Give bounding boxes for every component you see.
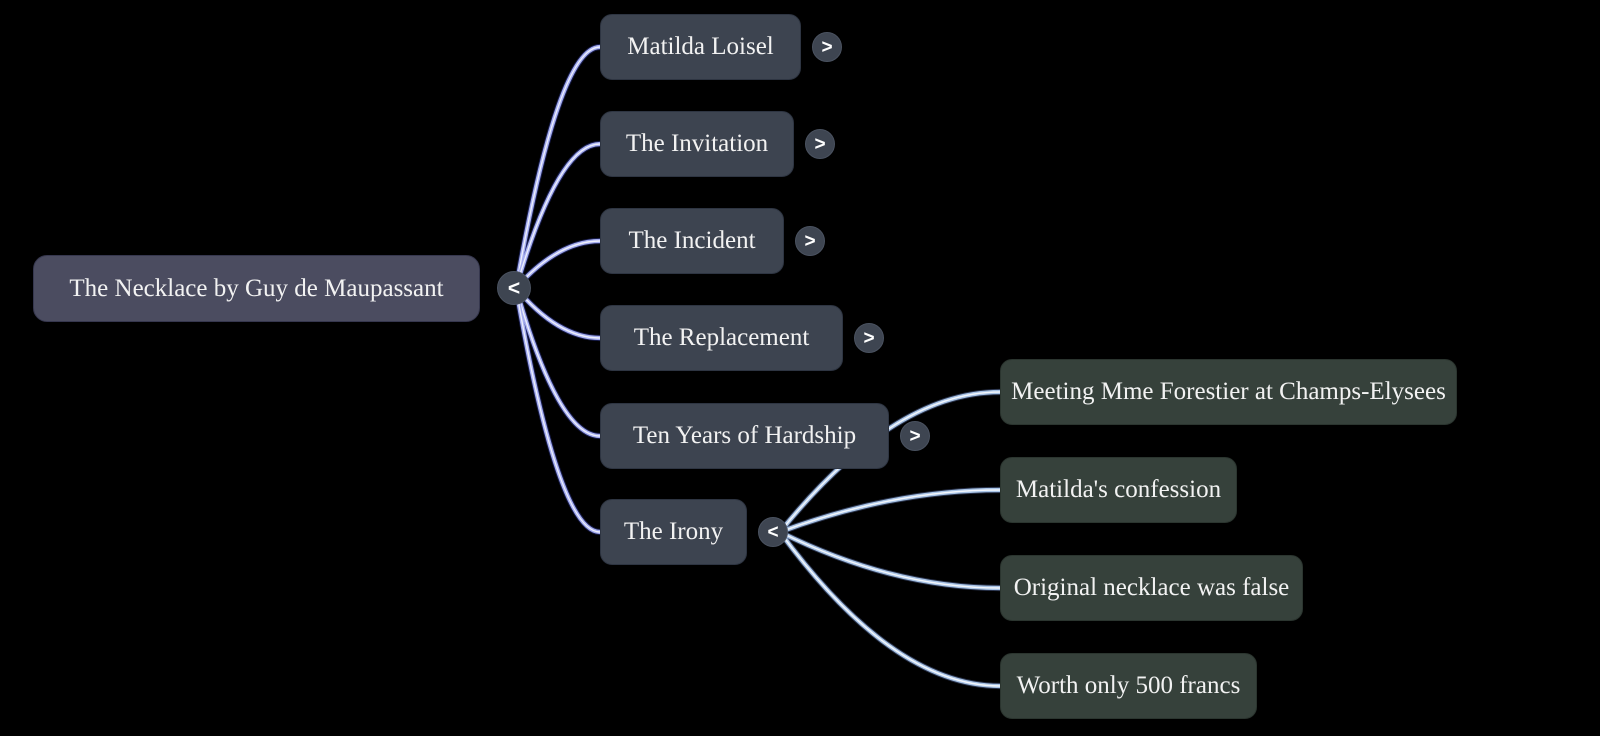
connector-irony-worth-500-francs — [777, 529, 1003, 689]
connector-root-ten-years — [515, 287, 601, 437]
node-meeting-forestier-label: Meeting Mme Forestier at Champs-Elysees — [1011, 378, 1446, 405]
connector-irony-meeting-forestier — [779, 391, 1001, 533]
connector-root-the-invitation — [515, 143, 601, 289]
connector-irony-worth-500-francs — [779, 531, 1001, 687]
node-original-necklace-label: Original necklace was false — [1013, 574, 1290, 601]
node-the-invitation[interactable]: The Invitation — [600, 111, 794, 177]
node-worth-only-500-francs[interactable]: Worth only 500 francs — [1000, 653, 1257, 719]
node-matildas-confession[interactable]: Matilda's confession — [1000, 457, 1237, 523]
node-the-irony-label: The Irony — [623, 518, 724, 545]
expander-matilda-loisel[interactable]: > — [812, 32, 842, 62]
node-original-necklace-was-false[interactable]: Original necklace was false — [1000, 555, 1303, 621]
node-meeting-mme-forestier[interactable]: Meeting Mme Forestier at Champs-Elysees — [1000, 359, 1457, 425]
node-the-invitation-label: The Invitation — [625, 130, 769, 157]
connector-irony-original-necklace — [779, 531, 1001, 589]
node-matilda-loisel-label: Matilda Loisel — [627, 33, 774, 60]
expander-ten-years-of-hardship[interactable]: > — [900, 421, 930, 451]
node-ten-years-label: Ten Years of Hardship — [632, 422, 857, 449]
node-worth-500-label: Worth only 500 francs — [1016, 672, 1241, 699]
connector-irony-matildas-confession — [779, 489, 1001, 533]
node-root-the-necklace[interactable]: The Necklace by Guy de Maupassant — [33, 255, 480, 322]
node-the-incident[interactable]: The Incident — [600, 208, 784, 274]
connector-irony-original-necklace — [776, 528, 1004, 592]
node-matildas-confession-label: Matilda's confession — [1015, 476, 1222, 503]
connector-root-matilda-loisel — [515, 46, 601, 289]
expander-the-incident[interactable]: > — [795, 226, 825, 256]
connector-irony-original-necklace — [777, 529, 1003, 591]
expander-the-irony[interactable]: < — [758, 517, 788, 547]
irony-connectors — [776, 388, 1004, 690]
node-ten-years-of-hardship[interactable]: Ten Years of Hardship — [600, 403, 889, 469]
node-matilda-loisel[interactable]: Matilda Loisel — [600, 14, 801, 80]
node-the-irony[interactable]: The Irony — [600, 499, 747, 565]
node-the-replacement-label: The Replacement — [633, 324, 810, 351]
expander-the-replacement[interactable]: > — [854, 323, 884, 353]
connector-irony-worth-500-francs — [776, 528, 1004, 690]
node-root-label: The Necklace by Guy de Maupassant — [69, 274, 444, 302]
expander-root[interactable]: < — [497, 271, 531, 305]
expander-the-invitation[interactable]: > — [805, 129, 835, 159]
node-the-replacement[interactable]: The Replacement — [600, 305, 843, 371]
connector-root-the-irony — [515, 287, 601, 533]
node-the-incident-label: The Incident — [628, 227, 756, 254]
